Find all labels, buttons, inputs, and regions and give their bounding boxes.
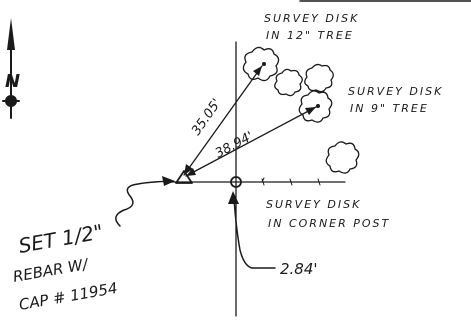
tree-e-outline — [325, 141, 360, 174]
tree-12-cluster — [242, 46, 334, 97]
north-arrow: N — [2, 18, 20, 119]
distance-9-tree: 38.94' — [213, 129, 256, 161]
north-arrow-head — [7, 18, 15, 50]
label-disk-9-line1: SURVEY DISK — [348, 85, 443, 98]
arrowhead-9-tree — [305, 107, 316, 115]
distance-12-tree: 35.05' — [189, 96, 225, 138]
label-disk-post-line1: SURVEY DISK — [266, 198, 361, 211]
tree-9-outline — [298, 90, 333, 123]
label-disk-9-line2: IN 9" TREE — [350, 102, 429, 115]
axis-tick-1 — [261, 178, 265, 186]
tree-12-disk — [262, 62, 266, 66]
line-to-9-tree — [185, 106, 317, 177]
label-disk-12-line1: SURVEY DISK — [264, 12, 359, 25]
tree-9-disk — [316, 104, 320, 108]
rebar-leader-squiggle — [115, 180, 173, 227]
line-to-12-tree — [183, 65, 263, 176]
rebar-leader-arrowhead — [162, 176, 175, 186]
axis-tick-2 — [289, 178, 293, 186]
distance-post: 2.84' — [280, 260, 318, 278]
north-arrow-letter: N — [5, 71, 20, 92]
arrowhead-12-rebar — [184, 164, 193, 175]
label-disk-post-line2: IN CORNER POST — [268, 217, 390, 230]
distance-post-leader — [233, 197, 276, 269]
label-disk-12-line2: IN 12" TREE — [266, 29, 354, 42]
corner-post-disk — [230, 176, 242, 188]
tree-b-outline — [274, 68, 303, 97]
tree-c-outline — [304, 63, 334, 93]
label-rebar-line1: SET 1/2" — [17, 219, 105, 257]
tree-12-outline — [242, 46, 280, 82]
label-rebar-line3: CAP # 11954 — [18, 279, 119, 314]
arrowhead-12-tree — [253, 66, 262, 76]
distance-post-arrowhead — [228, 191, 239, 204]
axis-tick-3 — [317, 178, 321, 186]
arrowhead-9-rebar — [186, 168, 196, 176]
tree-9-cluster — [298, 90, 360, 174]
label-rebar-line2: REBAR W/ — [12, 255, 91, 286]
rebar-marker — [175, 170, 193, 184]
